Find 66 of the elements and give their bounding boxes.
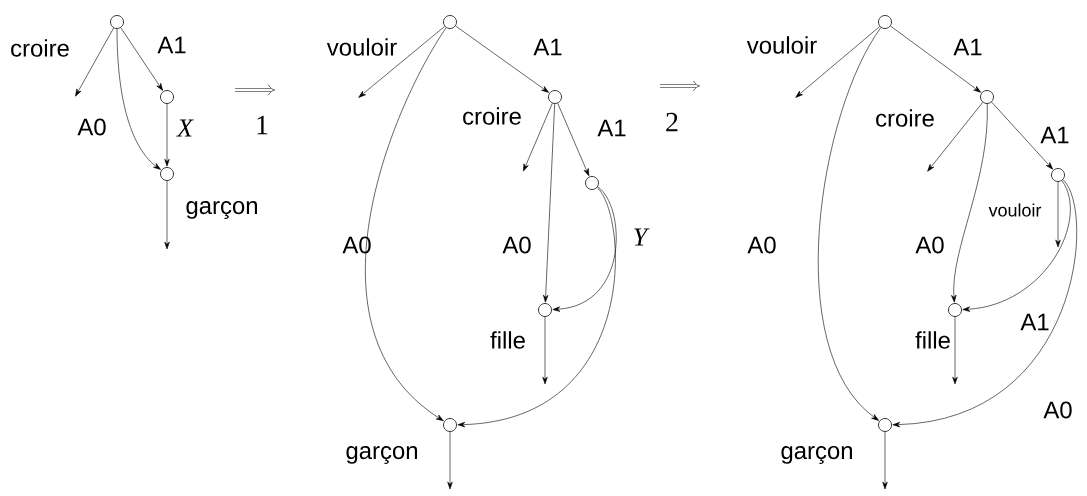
arrow bbox=[890, 25, 981, 93]
arrow bbox=[543, 103, 555, 303]
arrow bbox=[952, 316, 958, 385]
graph-node bbox=[443, 418, 457, 432]
step-number: 2 bbox=[666, 112, 678, 132]
arrow bbox=[447, 431, 453, 490]
edge-label: A0 bbox=[915, 236, 944, 254]
edge-label: A1 bbox=[597, 119, 626, 137]
graph-node bbox=[160, 90, 174, 104]
edge-label: garçon bbox=[781, 446, 852, 464]
edge-label: A1 bbox=[953, 38, 982, 56]
arrow bbox=[358, 26, 445, 98]
graph-node bbox=[443, 15, 457, 29]
graph-node bbox=[948, 303, 962, 317]
edge-label: A0 bbox=[747, 236, 776, 254]
arrow bbox=[795, 26, 881, 98]
arrow bbox=[557, 103, 590, 177]
edge-label: A0 bbox=[1043, 401, 1072, 419]
graph-node bbox=[538, 303, 552, 317]
arrow bbox=[523, 103, 553, 172]
arrow bbox=[817, 27, 882, 421]
edge-label: A0 bbox=[77, 118, 106, 136]
edge-label: A0 bbox=[342, 236, 371, 254]
step-number: 1 bbox=[257, 115, 268, 135]
edge-label: A1 bbox=[157, 36, 186, 54]
edge-label: garçon bbox=[186, 201, 257, 219]
arrow bbox=[120, 27, 163, 91]
edge-label: croire bbox=[11, 39, 69, 57]
edge-label: croire bbox=[463, 107, 521, 125]
edge-label: fille bbox=[490, 331, 525, 349]
arrow bbox=[892, 179, 1078, 428]
arrow bbox=[455, 25, 549, 93]
edge-label: vouloir bbox=[988, 203, 1042, 217]
graph-node bbox=[548, 90, 562, 104]
edge-label: A0 bbox=[502, 236, 531, 254]
arrow bbox=[882, 431, 888, 490]
arrow bbox=[552, 186, 617, 312]
edge-label: X bbox=[176, 119, 194, 137]
graph-node bbox=[878, 418, 892, 432]
graph-node bbox=[980, 90, 994, 104]
arrow bbox=[951, 103, 988, 303]
graph-node bbox=[878, 15, 892, 29]
arrow bbox=[1055, 181, 1061, 248]
edge-label: vouloir bbox=[746, 36, 817, 54]
arrow bbox=[365, 27, 447, 422]
arrow bbox=[927, 102, 983, 172]
edge-label: vouloir bbox=[326, 38, 397, 56]
arrow bbox=[991, 101, 1053, 170]
graph-node bbox=[110, 15, 124, 29]
arrow bbox=[962, 180, 1071, 312]
edge-label: Y bbox=[634, 228, 650, 246]
edge-label: A1 bbox=[533, 38, 562, 56]
arrow bbox=[164, 103, 170, 167]
arrow bbox=[164, 180, 170, 250]
arrow bbox=[457, 187, 616, 428]
edge-label: A1 bbox=[1040, 126, 1069, 144]
edge-label: croire bbox=[876, 109, 934, 127]
edge-label: garçon bbox=[346, 446, 417, 464]
edge-label: A1 bbox=[1020, 313, 1049, 331]
edge-label: fille bbox=[915, 331, 950, 349]
graph-node bbox=[585, 176, 599, 190]
graph-node bbox=[160, 167, 174, 181]
arrow bbox=[75, 27, 114, 97]
arrow bbox=[116, 28, 161, 170]
arrow bbox=[542, 316, 548, 385]
graph-node bbox=[1051, 168, 1065, 182]
